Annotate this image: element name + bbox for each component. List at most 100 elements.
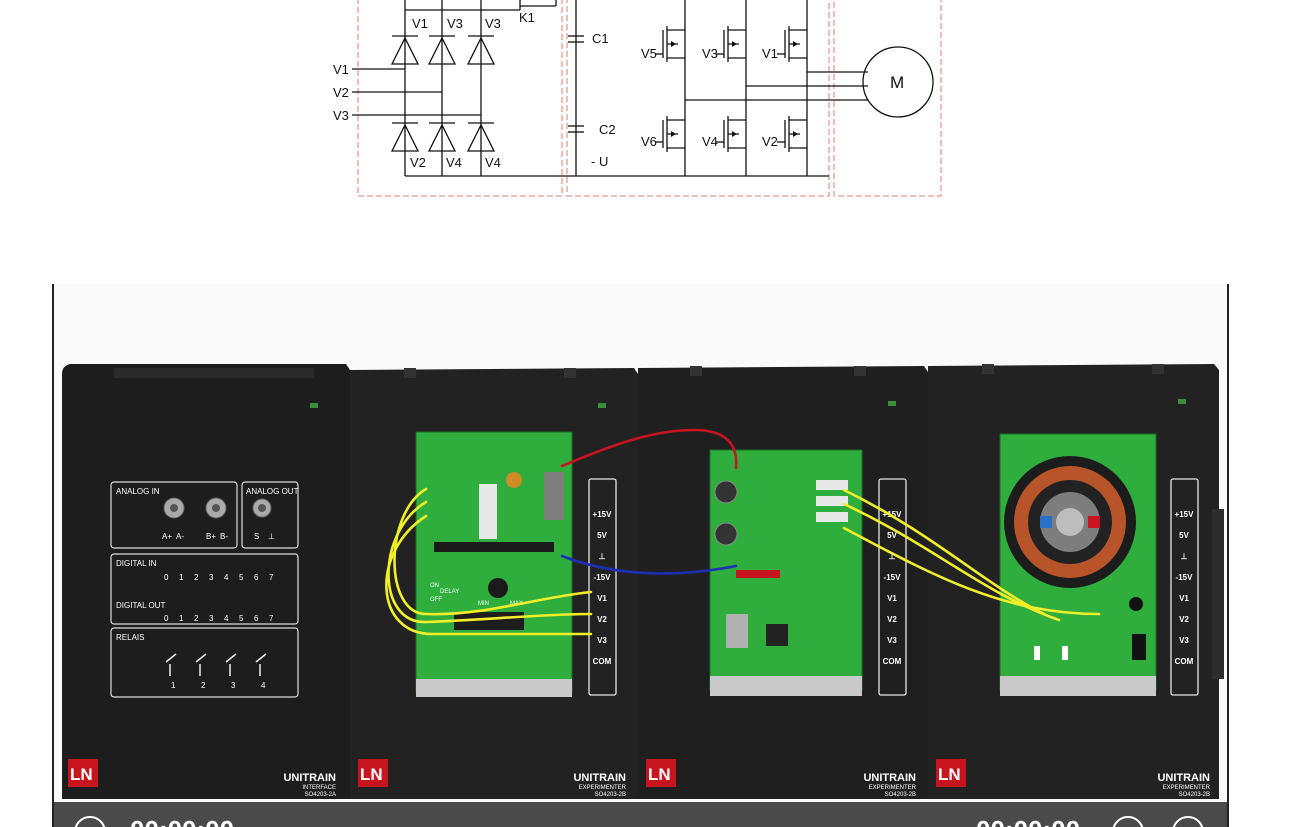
mosfet-label: V5 (641, 46, 657, 61)
digital-in-bit: 6 (254, 573, 259, 582)
play-button[interactable] (74, 816, 106, 827)
rail-label: +15V (593, 510, 613, 519)
wire-red (560, 428, 738, 470)
volume-button[interactable] (1112, 816, 1144, 827)
digital-in-bit: 5 (239, 573, 244, 582)
analog-in-label: B- (220, 532, 228, 541)
rail-label: V3 (887, 636, 897, 645)
rail-label: V2 (1179, 615, 1189, 624)
mosfet-label: V2 (762, 134, 778, 149)
time-elapsed: 00:00:00 (130, 817, 234, 827)
rail-label: 5V (597, 531, 607, 540)
relais-number: 4 (261, 681, 266, 690)
rail-label: +15V (1175, 510, 1195, 519)
digital-out-bit: 6 (254, 614, 259, 623)
module-code: SO4203-2B (885, 792, 916, 798)
rail-label: COM (1175, 657, 1194, 666)
mosfet-label: V3 (702, 46, 718, 61)
module-brand: UNITRAIN (283, 772, 336, 784)
module-name: EXPERIMENTER (869, 785, 917, 791)
wire-yellow (385, 514, 593, 636)
module-name: INTERFACE (302, 785, 336, 791)
rail-label: V1 (597, 594, 607, 603)
relais-number: 3 (231, 681, 236, 690)
unitrain-rack: ANALOG IN ANALOG OUT A+ A- B+ B- S ⊥ DIG… (54, 284, 1227, 827)
analog-in-label: B+ (206, 532, 216, 541)
ln-logo: LN (358, 759, 388, 787)
terminal-rail (878, 478, 907, 696)
analog-in-jack[interactable] (163, 497, 185, 519)
module-brand: UNITRAIN (863, 772, 916, 784)
diode-label: V4 (485, 155, 501, 170)
media-player-bar: 00:00:00 00:00:00 (54, 802, 1227, 827)
rectifier-board: ON OFF DELAY MIN MAX (415, 431, 573, 697)
relais-title: RELAIS (116, 633, 144, 642)
diode-label: V1 (412, 16, 428, 31)
capacitor-label: C2 (599, 122, 616, 137)
rail-label: 5V (887, 531, 897, 540)
rail-label: -15V (594, 573, 612, 582)
rail-label: V1 (887, 594, 897, 603)
digital-in-bit: 3 (209, 573, 214, 582)
diode-label: V3 (485, 16, 501, 31)
diode-label: V3 (447, 16, 463, 31)
board-delay-label: DELAY (440, 589, 459, 595)
analog-out-title: ANALOG OUT (246, 487, 299, 496)
wire-yellow (387, 500, 593, 624)
rail-label: ⊥ (889, 552, 896, 561)
rail-label: V2 (597, 615, 607, 624)
analog-out-label: ⊥ (268, 532, 275, 541)
svg-text:LN: LN (360, 765, 383, 784)
relais-number: 1 (171, 681, 176, 690)
wire-blue (560, 554, 738, 575)
diode-label: V4 (446, 155, 462, 170)
digital-out-bit: 1 (179, 614, 184, 623)
digital-in-bit: 0 (164, 573, 169, 582)
analog-out-label: S (254, 532, 259, 541)
module-housing (62, 364, 350, 799)
digital-out-bit: 3 (209, 614, 214, 623)
rail-label: ⊥ (1181, 552, 1188, 561)
rail-label: -15V (1176, 573, 1194, 582)
analog-in-title: ANALOG IN (116, 487, 160, 496)
mosfet-label: V6 (641, 134, 657, 149)
terminal-rail (1170, 478, 1199, 696)
rail-label: COM (883, 657, 902, 666)
analog-out-jack[interactable] (252, 498, 272, 518)
board-switch-label: ON (430, 583, 439, 589)
inverter-board (709, 449, 863, 696)
rail-label: -15V (884, 573, 902, 582)
relais-number: 2 (201, 681, 206, 690)
phase-label: V2 (333, 85, 349, 100)
motor-board (999, 433, 1157, 696)
diode-label: V2 (410, 155, 426, 170)
minus-u-label: - U (591, 154, 608, 169)
digital-in-bit: 1 (179, 573, 184, 582)
terminal-rail (588, 478, 617, 696)
fullscreen-button[interactable] (1172, 816, 1204, 827)
module-name: EXPERIMENTER (579, 785, 627, 791)
mosfet-label: V4 (702, 134, 718, 149)
rail-label: V3 (597, 636, 607, 645)
board-switch-label: OFF (430, 597, 442, 603)
time-total: 00:00:00 (976, 817, 1080, 827)
rail-label: 5V (1179, 531, 1189, 540)
relay-label: K1 (519, 10, 535, 25)
circuit-schematic: V1 V3 V3 V2 V4 V4 V1 V2 V3 K1 C1 C2 - U … (333, 0, 942, 197)
ln-logo: LN (936, 759, 966, 787)
module-code: SO4203-2B (595, 792, 626, 798)
equipment-photo: ANALOG IN ANALOG OUT A+ A- B+ B- S ⊥ DIG… (52, 284, 1229, 827)
analog-in-label: A+ (162, 532, 172, 541)
svg-text:LN: LN (648, 765, 671, 784)
digital-in-title: DIGITAL IN (116, 559, 157, 568)
capacitor-label: C1 (592, 31, 609, 46)
module-code: SO4203-2A (305, 792, 336, 798)
mosfet-label: V1 (762, 46, 778, 61)
digital-in-bit: 7 (269, 573, 274, 582)
digital-out-bit: 4 (224, 614, 229, 623)
board-min-label: MIN (478, 601, 489, 607)
analog-in-jack[interactable] (205, 497, 227, 519)
digital-out-bit: 2 (194, 614, 199, 623)
rail-label: V1 (1179, 594, 1189, 603)
digital-out-title: DIGITAL OUT (116, 601, 165, 610)
